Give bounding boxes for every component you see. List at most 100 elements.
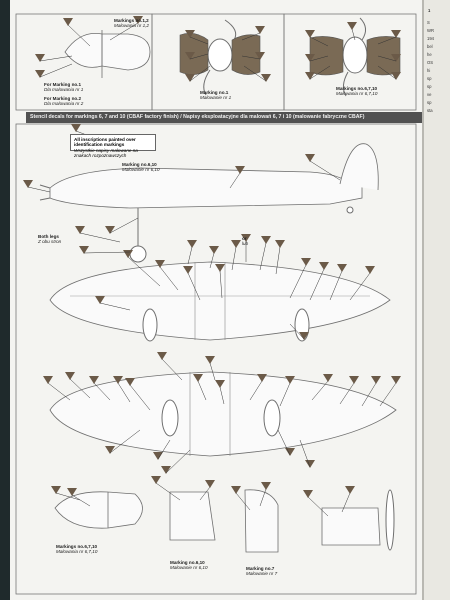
label-both-legs: Both legs Z obu stron xyxy=(38,234,61,245)
banner-title: Stencil decals for markings 6, 7 and 10 … xyxy=(30,114,179,120)
leader-line xyxy=(309,268,325,301)
note-line1: All inscriptions painted over identifica… xyxy=(74,137,136,148)
label-title: For Marking no.1 xyxy=(44,82,82,87)
facing-page-line: ve xyxy=(427,92,432,97)
decal-marker-triangle xyxy=(23,180,33,188)
leader-line xyxy=(159,266,179,291)
decal-marker-triangle xyxy=(35,70,45,78)
facing-page-line: he xyxy=(427,52,432,57)
decal-marker-triangle xyxy=(285,376,295,384)
decal-marker-triangle xyxy=(301,258,311,266)
leader-line xyxy=(157,439,171,460)
leader-line xyxy=(259,242,267,271)
leader-line xyxy=(219,386,225,405)
leader-line xyxy=(187,246,193,265)
leader-line xyxy=(93,382,111,401)
leader-line xyxy=(289,323,305,340)
decal-marker-triangle xyxy=(241,234,251,242)
decal-marker-triangle xyxy=(95,296,105,304)
label-markings-6-7-10-bottom: Markings no.6,7,10 Malowania nr 6,7,10 xyxy=(56,544,97,555)
decal-marker-triangle xyxy=(231,240,241,248)
decal-marker-triangle xyxy=(51,486,61,494)
leader-line xyxy=(275,246,281,275)
label-subtitle: Dla malowania nr 2 xyxy=(44,101,84,107)
leader-line xyxy=(241,55,261,60)
label-subtitle: Malowania nr 6,7,10 xyxy=(56,549,98,555)
leader-line xyxy=(379,382,397,407)
leader-line xyxy=(339,382,355,405)
decal-marker-triangle xyxy=(261,74,271,82)
label-title: Markings no.6,7,10 xyxy=(56,544,98,549)
leader-line xyxy=(99,302,131,311)
decal-marker-triangle xyxy=(43,376,53,384)
leader-line xyxy=(71,494,91,507)
label-for-marking-1: For Marking no.1 Dla malowania nr 1 xyxy=(44,82,83,93)
leader-line xyxy=(309,55,329,62)
facing-page-line: S xyxy=(427,20,430,25)
leader-line xyxy=(289,264,307,299)
decal-marker-triangle xyxy=(185,52,195,60)
leader-line xyxy=(279,382,291,407)
decal-marker-triangle xyxy=(391,376,401,384)
leader-line xyxy=(229,172,241,189)
decal-marker-triangle xyxy=(185,30,195,38)
decal-marker-triangle xyxy=(337,264,347,272)
label-marking-7: Marking no.7 Malowanie nr 7 xyxy=(246,566,277,577)
decal-marker-triangle xyxy=(35,54,45,62)
label-title: Marking no.6,10 xyxy=(122,162,157,167)
leader-line xyxy=(79,232,121,243)
leader-line xyxy=(361,382,377,407)
decal-marker-triangle xyxy=(71,124,81,132)
leader-line xyxy=(109,429,141,454)
decal-marker-triangle xyxy=(193,374,203,382)
leader-line xyxy=(351,28,356,41)
leader-line xyxy=(39,63,73,78)
leader-line xyxy=(349,272,371,301)
leader-line xyxy=(249,380,263,401)
leader-line xyxy=(235,492,251,511)
decal-marker-triangle xyxy=(235,166,245,174)
label-subtitle: lub xyxy=(242,241,249,247)
facing-page-line: OS xyxy=(427,60,434,65)
facing-page-number: 1 xyxy=(428,8,431,13)
leader-line xyxy=(329,270,343,301)
leader-line xyxy=(189,36,209,45)
decal-marker-triangle xyxy=(105,446,115,454)
label-subtitle: Malowanie nr 6,10 xyxy=(170,565,208,571)
leader-line xyxy=(189,65,211,82)
leader-line xyxy=(307,496,329,517)
note-line2: Wszystkie napisy malowane na znakach roz… xyxy=(74,147,138,159)
leader-lines xyxy=(27,22,397,517)
leader-line xyxy=(129,384,151,411)
decal-marker-triangle xyxy=(349,376,359,384)
decal-marker-triangle xyxy=(261,482,271,490)
decal-marker-triangle xyxy=(255,26,265,34)
leader-line xyxy=(311,380,329,401)
label-marking-6-10-bottom: Marking no.6,10 Malowanie nr 6,10 xyxy=(170,560,208,571)
decal-marker-triangle xyxy=(67,488,77,496)
banner-subtitle: / Napisy eksploatacyjne dla malowań 6, 7… xyxy=(180,114,365,120)
leader-line xyxy=(199,486,211,501)
label-or: or lub xyxy=(242,236,248,247)
decal-marker-triangle xyxy=(151,476,161,484)
leader-line xyxy=(67,24,91,47)
decal-marker-triangle xyxy=(257,374,267,382)
decal-marker-triangle xyxy=(305,460,315,468)
decal-marker-triangle xyxy=(275,240,285,248)
leader-line xyxy=(55,492,81,501)
label-title: Marking no.6,10 xyxy=(170,560,205,565)
leader-line xyxy=(299,439,311,468)
facing-page-line: sta xyxy=(427,108,433,113)
decal-marker-triangle xyxy=(215,264,225,272)
decal-marker-triangle xyxy=(79,246,89,254)
decal-marker-triangle xyxy=(319,262,329,270)
leader-line xyxy=(117,382,131,403)
decal-marker-triangle xyxy=(305,54,315,62)
decal-marker-triangle xyxy=(65,372,75,380)
section-banner: Stencil decals for markings 6, 7 and 10 … xyxy=(26,112,422,123)
label-title: Markings no.6,7,10 xyxy=(336,86,378,91)
decal-marker-triangle xyxy=(187,240,197,248)
leader-line xyxy=(165,449,191,474)
decal-marker-triangle xyxy=(205,480,215,488)
label-subtitle: Malowanie nr 6,10 xyxy=(122,167,160,173)
